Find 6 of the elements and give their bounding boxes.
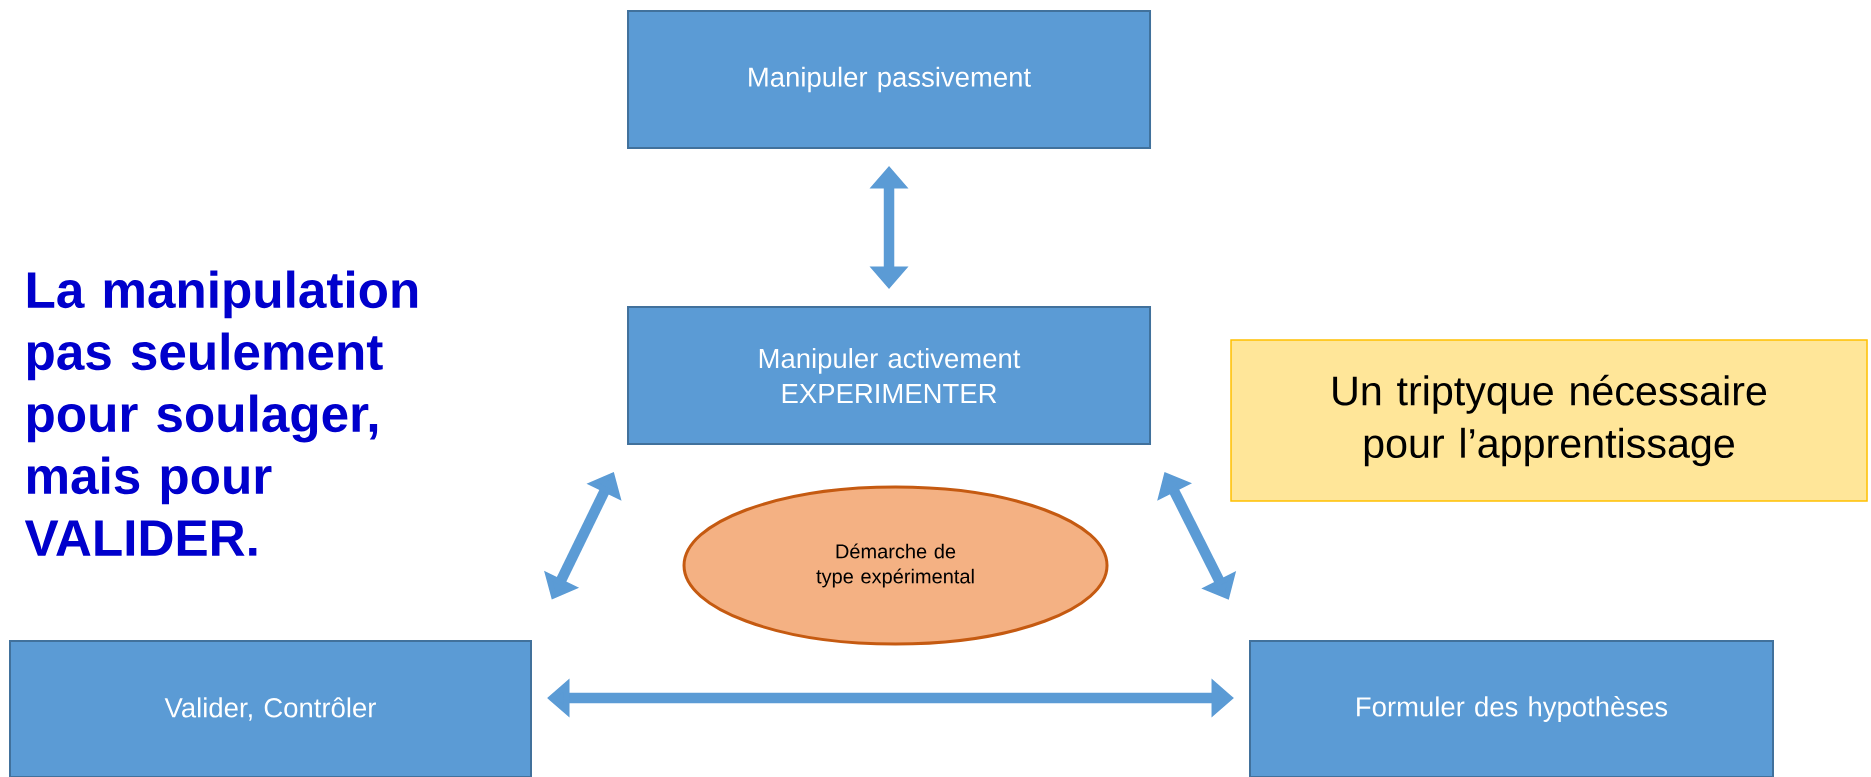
note-box: Un triptyque nécessaire pour l’apprentissage (1230, 339, 1868, 502)
callout-text: La manipulation pas seulement pour soulager, mais pour VALIDER. (24, 270, 418, 556)
process-box: Manipuler passivement (627, 10, 1151, 149)
process-box: Valider, Contrôler (9, 640, 532, 777)
process-box: Manipuler activement EXPERIMENTER (627, 306, 1151, 445)
process-box: Formuler des hypothèses (1249, 640, 1774, 777)
